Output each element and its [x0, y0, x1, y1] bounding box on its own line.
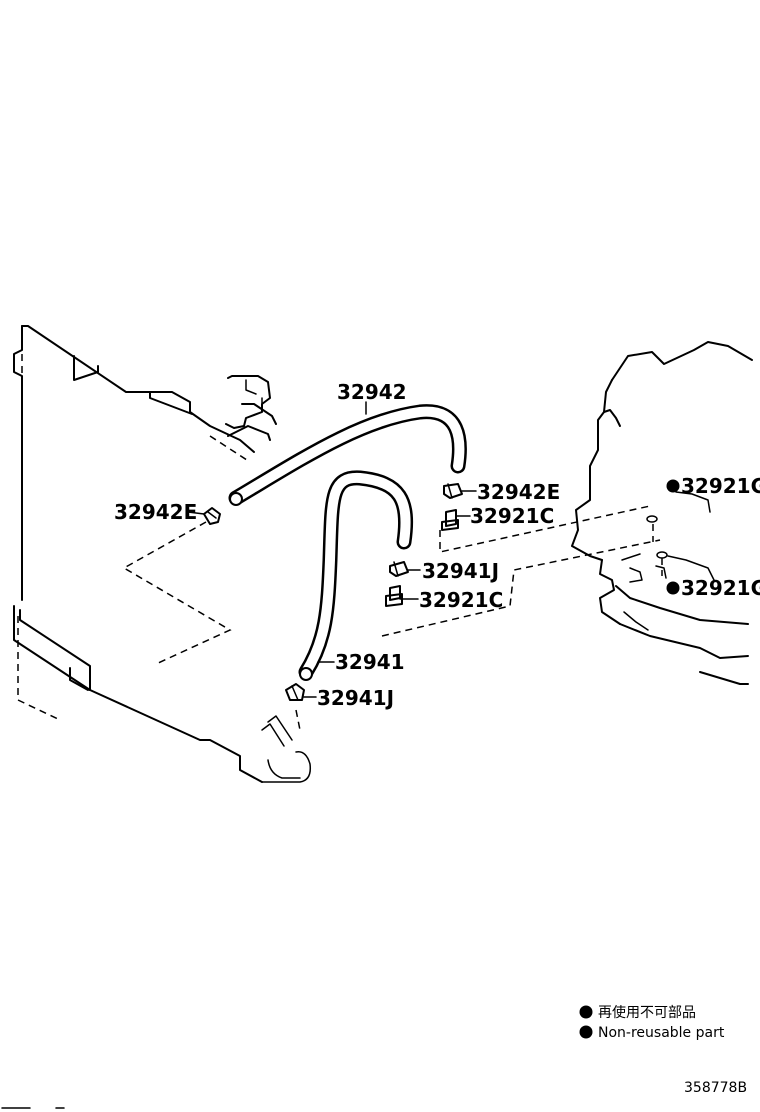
clip-32942e-left-icon — [203, 507, 221, 525]
diagram-code: 358778B — [684, 1080, 747, 1096]
assembly-lines — [122, 505, 663, 731]
clip-32942e-right-icon — [443, 483, 463, 499]
hose-32942 — [228, 404, 467, 506]
hose-32941 — [298, 470, 414, 681]
transmission — [571, 341, 753, 685]
non-reusable-marker-icon — [579, 1005, 593, 1019]
callout-leaders — [187, 401, 477, 698]
non-reusable-marker-icon — [666, 479, 680, 493]
label-32921g-lower: 32921G — [681, 576, 760, 600]
non-reusable-marker-icon — [666, 581, 680, 595]
label-32921c-lower: 32921C — [419, 588, 503, 612]
non-reusable-marker-icon — [579, 1025, 593, 1039]
label-32941j-mid: 32941J — [422, 559, 499, 583]
label-32941j-lower: 32941J — [317, 686, 394, 710]
label-32942e-right: 32942E — [477, 480, 560, 504]
label-32921g-upper: 32921G — [681, 474, 760, 498]
fitting-32921c-lower-icon — [385, 585, 403, 607]
label-32921c-upper: 32921C — [470, 504, 554, 528]
label-32942: 32942 — [337, 380, 407, 404]
clip-32941j-mid-icon — [389, 561, 409, 577]
legend: 再使用不可部品 Non-reusable part — [579, 1004, 725, 1041]
label-32941: 32941 — [335, 650, 405, 674]
label-32942e-left: 32942E — [114, 500, 197, 524]
radiator — [13, 325, 312, 783]
fitting-32921c-upper-icon — [441, 509, 459, 531]
legend-japanese: 再使用不可部品 — [598, 1004, 696, 1021]
clip-32941j-lower-icon — [285, 683, 305, 701]
legend-english: Non-reusable part — [598, 1025, 725, 1041]
